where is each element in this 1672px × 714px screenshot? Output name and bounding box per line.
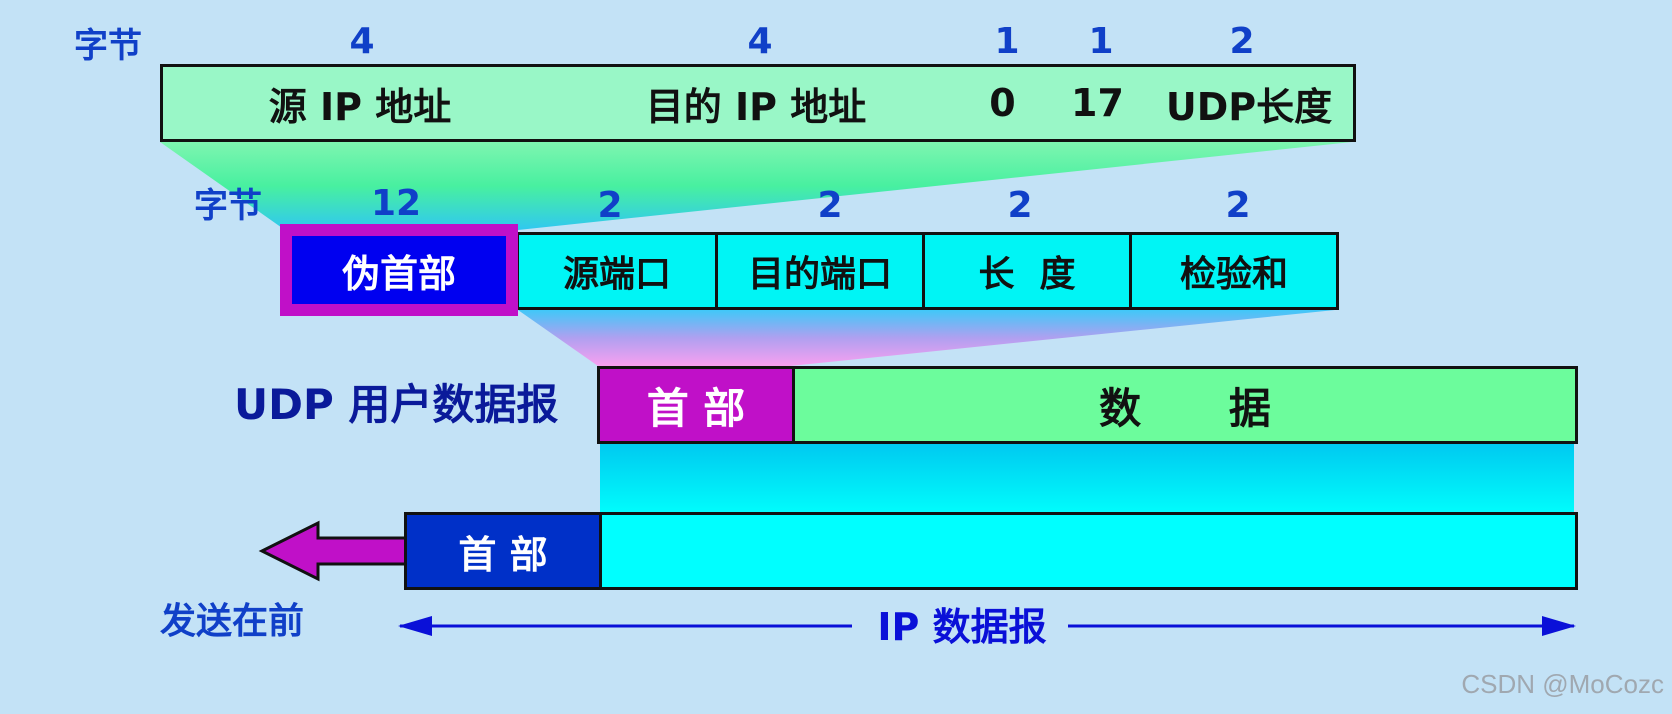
byte-label-2: 字节 — [194, 186, 262, 226]
send-first-arrow-icon — [258, 520, 408, 582]
pseudo-header-box: 伪首部 — [280, 224, 518, 316]
udp-data-block: 数 据 — [792, 366, 1578, 444]
ip-datagram-label: IP 数据报 — [877, 605, 1047, 649]
field-source-port: 源端口 — [516, 232, 718, 310]
field-source-ip: 源 IP 地址 — [160, 64, 560, 142]
udp-header-block: 首 部 — [597, 366, 795, 444]
field-destination-port: 目的端口 — [715, 232, 925, 310]
ip-body-block — [599, 512, 1578, 590]
field-length: 长 度 — [922, 232, 1132, 310]
field-destination-ip: 目的 IP 地址 — [557, 64, 958, 142]
send-first-label: 发送在前 — [160, 601, 305, 642]
byte-label-1: 字节 — [74, 26, 142, 66]
field-checksum: 检验和 — [1129, 232, 1339, 310]
byte-count-protocol: 1 — [1088, 21, 1114, 62]
byte-count-udp-length: 2 — [1229, 21, 1255, 62]
left-arrowhead-icon — [398, 616, 432, 636]
byte-count-length: 2 — [1007, 185, 1033, 226]
udp-datagram-label: UDP 用户数据报 — [234, 380, 559, 429]
field-udp-length: UDP长度 — [1145, 64, 1356, 142]
byte-count-src-ip: 4 — [349, 21, 375, 62]
field-zero: 0 — [955, 64, 1053, 142]
pseudo-header-label: 伪首部 — [292, 236, 506, 304]
byte-count-dst-ip: 4 — [747, 21, 773, 62]
funnel-pseudo-expansion — [160, 142, 1352, 230]
byte-count-zero: 1 — [994, 21, 1020, 62]
watermark: CSDN @MoCozc — [1461, 669, 1664, 699]
byte-count-dst-port: 2 — [817, 185, 843, 226]
byte-count-checksum: 2 — [1225, 185, 1251, 226]
byte-count-src-port: 2 — [597, 185, 623, 226]
funnel-header-to-datagram — [518, 310, 1335, 366]
right-arrowhead-icon — [1542, 616, 1576, 636]
byte-count-pseudo: 12 — [370, 183, 422, 224]
band-udp-to-ip — [600, 442, 1574, 512]
field-protocol-17: 17 — [1050, 64, 1148, 142]
ip-header-block: 首 部 — [404, 512, 602, 590]
